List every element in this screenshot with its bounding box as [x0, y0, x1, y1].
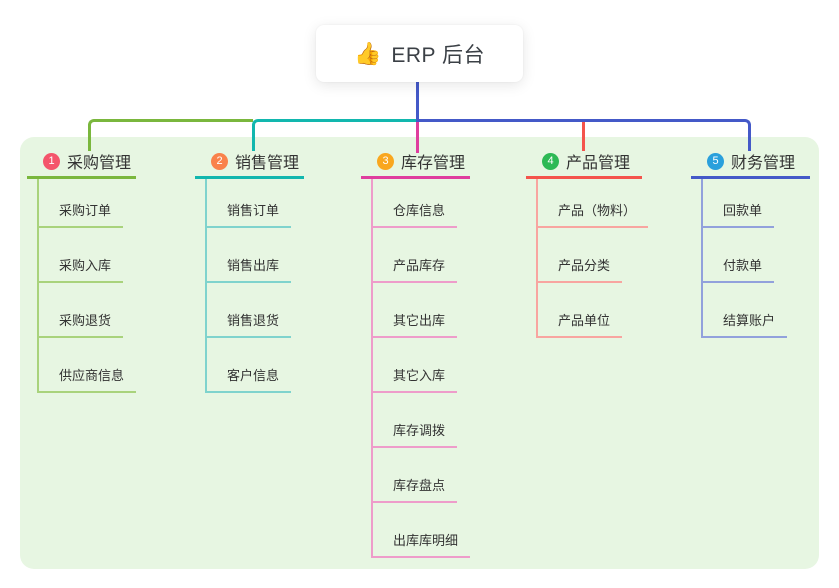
branch-2-topic[interactable]: 2 销售管理 [195, 146, 304, 179]
branch-4-label: 产品管理 [566, 155, 631, 172]
branch-4-number-badge: 4 [542, 152, 559, 170]
child-topic-label: 销售出库 [227, 258, 280, 273]
child-topic[interactable]: 供应商信息 [39, 338, 137, 393]
root-node[interactable]: 👍 ERP 后台 [316, 25, 523, 82]
branch-1-label: 采购管理 [67, 155, 132, 172]
child-topic[interactable]: 客户信息 [207, 338, 292, 393]
branch-5-children: 回款单付款单结算账户 [701, 179, 810, 338]
child-topic-label: 采购入库 [59, 258, 112, 273]
root-label: ERP 后台 [391, 43, 486, 67]
branch-1-number-badge: 1 [43, 152, 60, 170]
connector-branch-2 [252, 119, 418, 151]
child-topic-label: 库存盘点 [393, 478, 446, 493]
child-topic-label: 采购退货 [59, 313, 112, 328]
child-topic[interactable]: 仓库信息 [373, 179, 458, 228]
child-topic-label: 产品单位 [558, 313, 611, 328]
child-topic[interactable]: 库存调拨 [373, 393, 458, 448]
child-topic-label: 库存调拨 [393, 423, 446, 438]
connector-branch-3 [416, 119, 419, 153]
branch-4-children: 产品（物料） 产品分类产品单位 [536, 179, 649, 338]
child-topic-label: 其它入库 [393, 368, 446, 383]
child-topic[interactable]: 采购订单 [39, 179, 124, 228]
branch-2-children: 销售订单销售出库销售退货客户信息 [205, 179, 304, 393]
child-topic[interactable]: 销售退货 [207, 283, 292, 338]
child-topic-label: 其它出库 [393, 313, 446, 328]
child-topic[interactable]: 其它出库 [373, 283, 458, 338]
child-topic[interactable]: 产品库存 [373, 228, 458, 283]
child-topic-label: 供应商信息 [59, 368, 125, 383]
child-topic-label: 产品库存 [393, 258, 446, 273]
child-topic[interactable]: 库存盘点 [373, 448, 458, 503]
child-topic[interactable]: 产品分类 [538, 228, 623, 283]
child-topic[interactable]: 出库库明细 [373, 503, 471, 558]
branches-panel [20, 137, 819, 569]
root-connector-line [416, 80, 419, 120]
child-topic[interactable]: 产品单位 [538, 283, 623, 338]
thumbs-up-icon: 👍 [353, 40, 382, 66]
branch-3-topic[interactable]: 3 库存管理 [361, 146, 470, 179]
branch-1: 1 采购管理 采购订单采购入库采购退货供应商信息 [27, 146, 137, 393]
child-topic-label: 产品（物料） [558, 203, 637, 218]
branch-3: 3 库存管理 仓库信息产品库存其它出库其它入库库存调拨库存盘点出库库明细 [361, 146, 471, 558]
child-topic[interactable]: 销售出库 [207, 228, 292, 283]
branch-2-number-badge: 2 [211, 152, 228, 170]
child-topic[interactable]: 产品（物料） [538, 179, 649, 228]
branch-1-topic[interactable]: 1 采购管理 [27, 146, 136, 179]
branch-4: 4 产品管理 产品（物料） 产品分类产品单位 [526, 146, 649, 338]
branch-5: 5 财务管理 回款单付款单结算账户 [691, 146, 810, 338]
branch-5-topic[interactable]: 5 财务管理 [691, 146, 810, 179]
connector-branch-1 [88, 119, 253, 151]
branch-2: 2 销售管理 销售订单销售出库销售退货客户信息 [195, 146, 304, 393]
branch-2-label: 销售管理 [235, 155, 300, 172]
child-topic-label: 出库库明细 [393, 533, 459, 548]
branch-3-label: 库存管理 [401, 155, 466, 172]
child-topic-label: 回款单 [723, 203, 763, 218]
child-topic-label: 客户信息 [227, 368, 280, 383]
branch-3-children: 仓库信息产品库存其它出库其它入库库存调拨库存盘点出库库明细 [371, 179, 471, 558]
branch-3-number-badge: 3 [377, 152, 394, 170]
branch-1-children: 采购订单采购入库采购退货供应商信息 [37, 179, 137, 393]
connector-branch-5 [416, 119, 751, 151]
child-topic-label: 付款单 [723, 258, 763, 273]
branch-5-label: 财务管理 [731, 155, 796, 172]
child-topic[interactable]: 结算账户 [703, 283, 788, 338]
child-topic[interactable]: 付款单 [703, 228, 775, 283]
branch-5-number-badge: 5 [707, 152, 724, 170]
child-topic[interactable]: 采购入库 [39, 228, 124, 283]
branch-4-topic[interactable]: 4 产品管理 [526, 146, 642, 179]
child-topic-label: 销售退货 [227, 313, 280, 328]
child-topic-label: 仓库信息 [393, 203, 446, 218]
child-topic-label: 产品分类 [558, 258, 611, 273]
child-topic-label: 结算账户 [723, 313, 776, 328]
child-topic[interactable]: 采购退货 [39, 283, 124, 338]
child-topic[interactable]: 销售订单 [207, 179, 292, 228]
connector-branch-4 [582, 122, 585, 151]
child-topic-label: 采购订单 [59, 203, 112, 218]
child-topic[interactable]: 其它入库 [373, 338, 458, 393]
child-topic[interactable]: 回款单 [703, 179, 775, 228]
child-topic-label: 销售订单 [227, 203, 280, 218]
